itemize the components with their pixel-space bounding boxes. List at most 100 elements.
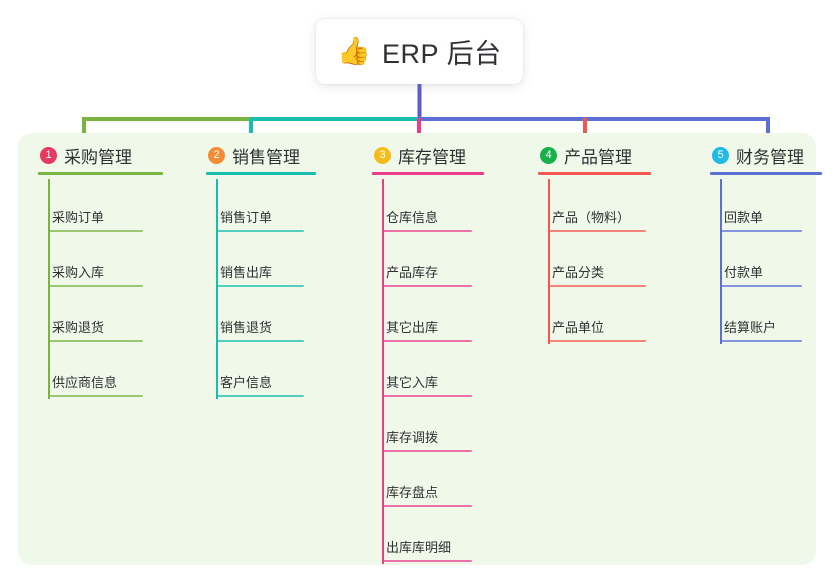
branch-header-5[interactable]: 5 财务管理 [690, 133, 822, 177]
branch-badge-3: 3 [374, 146, 391, 164]
branch-item[interactable]: 供应商信息 [18, 342, 186, 397]
thumbs-up-icon: 👍 [337, 36, 372, 66]
branch-item-underline [382, 560, 472, 562]
branch-item-label: 采购订单 [52, 210, 105, 225]
branch-item[interactable]: 客户信息 [186, 342, 352, 397]
branch-item[interactable]: 产品库存 [352, 232, 518, 287]
branch-item[interactable]: 其它出库 [352, 287, 518, 342]
branch-column-5: 5 财务管理回款单付款单结算账户 [690, 133, 822, 565]
branch-item-underline [382, 395, 472, 397]
branch-item-underline [382, 340, 472, 342]
branch-badge-1: 1 [40, 146, 57, 164]
branch-item-label: 销售出库 [220, 265, 273, 280]
branch-column-4: 4 产品管理产品（物料） 产品分类产品单位 [518, 133, 690, 565]
branch-item-underline [382, 450, 472, 452]
branch-underline-4 [538, 172, 651, 175]
branch-item[interactable]: 销售订单 [186, 177, 352, 232]
branch-item-label: 采购退货 [52, 320, 105, 335]
branch-item-label: 销售订单 [220, 210, 273, 225]
branch-item-label: 付款单 [724, 265, 764, 280]
branch-item[interactable]: 销售退货 [186, 287, 352, 342]
branch-column-1: 1 采购管理采购订单采购入库采购退货供应商信息 [18, 133, 186, 565]
branch-underline-3 [372, 172, 484, 175]
branch-item-label: 其它出库 [386, 320, 439, 335]
branch-item-label: 产品库存 [386, 265, 439, 280]
root-node[interactable]: 👍 ERP 后台 [316, 19, 523, 84]
branch-item-underline [548, 285, 646, 287]
branch-item-label: 出库库明细 [386, 540, 452, 555]
branch-spine-3 [382, 179, 384, 564]
branch-title-1: 采购管理 [64, 147, 132, 167]
branch-item-label: 结算账户 [724, 320, 777, 335]
branch-item-label: 回款单 [724, 210, 764, 225]
branch-item-underline [216, 395, 304, 397]
branch-item-underline [48, 285, 143, 287]
branch-header-1[interactable]: 1 采购管理 [18, 133, 186, 177]
branch-item-underline [382, 285, 472, 287]
branch-header-4[interactable]: 4 产品管理 [518, 133, 690, 177]
branch-item-label: 客户信息 [220, 375, 273, 390]
branch-item-underline [216, 285, 304, 287]
branch-title-2: 销售管理 [232, 147, 300, 167]
branch-item[interactable]: 结算账户 [690, 287, 816, 342]
branch-item-underline [382, 230, 472, 232]
branch-item-underline [720, 340, 802, 342]
branch-badge-2: 2 [208, 146, 225, 164]
branch-items-3: 仓库信息产品库存其它出库其它入库库存调拨库存盘点出库库明细 [352, 177, 518, 562]
branch-spine-5 [720, 179, 722, 344]
root-title: ERP 后台 [382, 39, 502, 69]
branch-spine-4 [548, 179, 550, 344]
branch-item-label: 产品单位 [552, 320, 605, 335]
branch-item-label: 库存调拨 [386, 430, 439, 445]
branch-item-underline [720, 285, 802, 287]
branch-item[interactable]: 采购入库 [18, 232, 186, 287]
branch-title-4: 产品管理 [564, 147, 632, 167]
branch-columns: 1 采购管理采购订单采购入库采购退货供应商信息 2 销售管理销售订单销售出库销售退货客… [18, 133, 822, 565]
branch-item-label: 供应商信息 [52, 375, 118, 390]
branch-header-2[interactable]: 2 销售管理 [186, 133, 352, 177]
branch-badge-4: 4 [540, 146, 557, 164]
branch-item-label: 采购入库 [52, 265, 105, 280]
branch-column-2: 2 销售管理销售订单销售出库销售退货客户信息 [186, 133, 352, 565]
branch-item[interactable]: 采购订单 [18, 177, 186, 232]
branch-item[interactable]: 出库库明细 [352, 507, 518, 562]
branch-item[interactable]: 销售出库 [186, 232, 352, 287]
branch-item-underline [216, 340, 304, 342]
branch-item-label: 仓库信息 [386, 210, 439, 225]
branch-spine-1 [48, 179, 50, 399]
branch-item[interactable]: 其它入库 [352, 342, 518, 397]
branch-underline-5 [710, 172, 822, 175]
branch-item-underline [548, 340, 646, 342]
branch-item-underline [48, 340, 143, 342]
branch-item-label: 库存盘点 [386, 485, 439, 500]
branch-item-underline [48, 395, 143, 397]
branch-item-underline [548, 230, 646, 232]
branch-items-4: 产品（物料） 产品分类产品单位 [518, 177, 690, 342]
branch-title-5: 财务管理 [736, 147, 804, 167]
branch-item-label: 产品（物料） [552, 210, 631, 225]
branch-badge-5: 5 [712, 146, 729, 164]
branch-items-5: 回款单付款单结算账户 [690, 177, 816, 342]
branch-spine-2 [216, 179, 218, 399]
branch-items-1: 采购订单采购入库采购退货供应商信息 [18, 177, 186, 397]
branch-item-underline [720, 230, 802, 232]
branch-underline-1 [38, 172, 163, 175]
branch-item[interactable]: 产品单位 [518, 287, 690, 342]
branch-underline-2 [206, 172, 316, 175]
branch-item-label: 销售退货 [220, 320, 273, 335]
branch-item-underline [382, 505, 472, 507]
branch-item[interactable]: 回款单 [690, 177, 816, 232]
branch-item[interactable]: 采购退货 [18, 287, 186, 342]
branch-item[interactable]: 产品（物料） [518, 177, 690, 232]
branch-item[interactable]: 库存调拨 [352, 397, 518, 452]
branch-item-label: 产品分类 [552, 265, 605, 280]
branch-item-label: 其它入库 [386, 375, 439, 390]
branch-item[interactable]: 仓库信息 [352, 177, 518, 232]
branch-item-underline [216, 230, 304, 232]
branch-item[interactable]: 付款单 [690, 232, 816, 287]
branch-item[interactable]: 库存盘点 [352, 452, 518, 507]
branch-item[interactable]: 产品分类 [518, 232, 690, 287]
